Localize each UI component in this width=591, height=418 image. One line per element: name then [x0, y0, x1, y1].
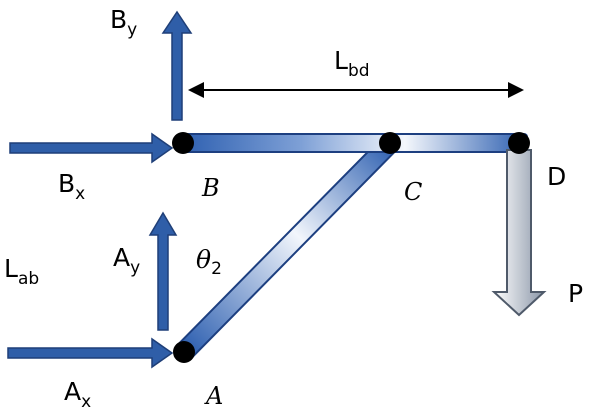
label-ax: Ax: [64, 377, 91, 412]
member-bd: [180, 135, 526, 151]
force-ay-arrow: [148, 211, 178, 331]
pin-b: [172, 132, 194, 154]
label-point-d: D: [547, 162, 566, 191]
label-ay: Ay: [113, 243, 140, 278]
pin-d: [508, 132, 530, 154]
label-p: P: [568, 279, 583, 308]
label-point-b: B: [201, 174, 220, 202]
force-ax-arrow: [7, 337, 174, 369]
label-by: By: [110, 5, 137, 40]
pin-c: [379, 132, 401, 154]
length-bd-dimension: [188, 82, 524, 98]
label-point-a: A: [204, 382, 223, 410]
member-ac-fill: [177, 134, 399, 359]
load-p-arrow: [491, 149, 547, 317]
label-theta2: θ2: [196, 245, 222, 279]
label-lab: Lab: [4, 254, 39, 289]
label-point-c: C: [404, 178, 422, 206]
label-lbd: Lbd: [334, 46, 370, 81]
force-by-arrow: [161, 10, 193, 121]
force-bx-arrow: [9, 132, 174, 164]
label-bx: Bx: [58, 169, 85, 204]
pin-a: [173, 341, 195, 363]
